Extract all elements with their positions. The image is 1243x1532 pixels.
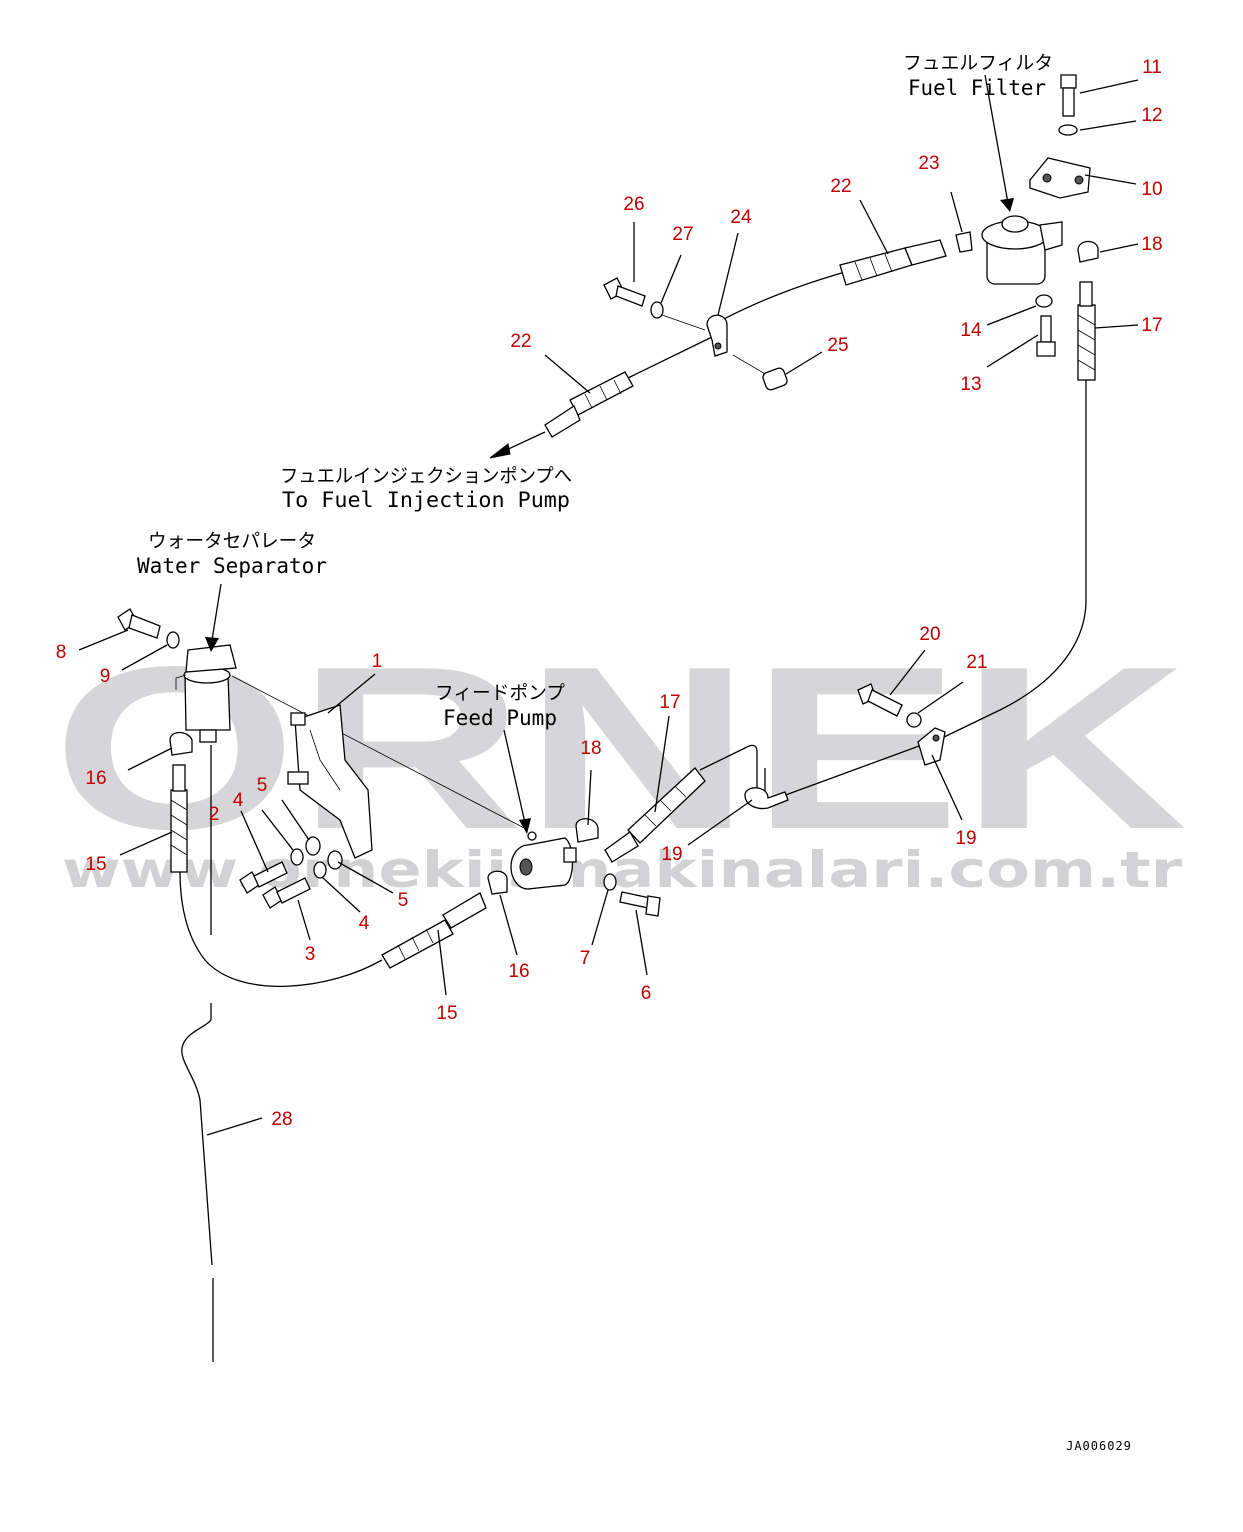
clamp-19-left: [744, 787, 789, 810]
callout-17-mid: 17: [659, 692, 680, 713]
callout-9: 9: [100, 666, 111, 687]
hose-22-lower: [544, 371, 634, 438]
fuel-lines: [179, 271, 1087, 1362]
washer-5-lower: [327, 850, 343, 870]
callout-15-left: 15: [85, 854, 106, 875]
injection-pump-caption-jp: フュエルインジェクションポンプへ: [280, 465, 572, 487]
callout-15-lower: 15: [436, 1003, 457, 1024]
callout-22-lower: 22: [510, 331, 531, 352]
bracket-1: [287, 704, 373, 859]
water-separator-caption-jp: ウォータセパレータ: [148, 530, 316, 552]
callout-4-lower: 4: [359, 913, 370, 934]
fuel-filter-assembly: [981, 215, 1063, 285]
bolt-8: [117, 608, 161, 639]
feed-pump-caption-jp: フィードポンプ: [435, 682, 565, 704]
callout-2: 2: [209, 804, 220, 825]
arrow-to-injection-pump: [489, 431, 546, 459]
callout-22-top: 22: [830, 176, 851, 197]
callout-6: 6: [641, 983, 652, 1004]
callout-19-right: 19: [955, 828, 976, 849]
fuel-filter-caption-en: Fuel Filter: [908, 76, 1046, 100]
washer-27: [650, 301, 664, 319]
washer-14: [1035, 294, 1053, 308]
bolt-6: [619, 891, 661, 917]
captions: フュエルフィルタ Fuel Filter フュエルインジェクションポンプへ To…: [137, 52, 1053, 730]
callout-24: 24: [730, 207, 752, 228]
bolt-20: [857, 683, 903, 717]
bolt-13: [1036, 315, 1056, 357]
callout-numbers: 11 12 10 18 17 14 13 23 22 24 26 27 25 2…: [56, 57, 1163, 1130]
callout-17-top: 17: [1141, 315, 1162, 336]
callout-11: 11: [1142, 57, 1162, 78]
callout-26: 26: [623, 194, 644, 215]
hose-22-top: [839, 239, 947, 286]
callout-21: 21: [966, 652, 987, 673]
clip-16-left: [169, 731, 193, 756]
hose-15-lower: [381, 892, 487, 969]
callout-27: 27: [672, 224, 693, 245]
callout-18-mid: 18: [580, 738, 601, 759]
clip-23: [955, 231, 973, 253]
callout-4-upper: 4: [233, 790, 244, 811]
washer-4-upper: [290, 848, 304, 866]
bolt-11: [1060, 74, 1077, 117]
callout-12: 12: [1141, 105, 1162, 126]
watermark-brand: ORNEK: [53, 619, 1188, 878]
washer-7: [603, 873, 617, 891]
fuel-filter-bracket: [1029, 157, 1091, 199]
bolt-3-lower: [262, 877, 311, 909]
callout-1: 1: [372, 651, 383, 672]
watermark: ORNEK www.ornekiismakinalari.com.tr: [53, 619, 1188, 899]
washer-9: [166, 631, 180, 649]
clip-18-mid: [575, 818, 599, 843]
injection-pump-caption-en: To Fuel Injection Pump: [282, 488, 570, 512]
callout-18-top: 18: [1141, 234, 1162, 255]
washer-21: [906, 712, 922, 728]
water-separator: [175, 644, 237, 743]
callout-5-lower: 5: [398, 890, 409, 911]
clamp-19-right: [917, 727, 946, 766]
callout-7: 7: [580, 948, 591, 969]
hose-15-left: [170, 764, 188, 873]
callout-14: 14: [960, 320, 982, 341]
callout-13: 13: [960, 374, 981, 395]
spacer-25: [762, 367, 788, 391]
feed-pump-caption-en: Feed Pump: [443, 706, 557, 730]
callout-23: 23: [918, 153, 939, 174]
leader-lines: [78, 74, 1139, 1136]
water-separator-caption-en: Water Separator: [137, 554, 327, 578]
callout-8: 8: [56, 642, 67, 663]
feed-pump: [510, 831, 577, 890]
hose-17-mid: [604, 767, 706, 863]
bolt-3-upper: [239, 861, 288, 894]
callout-19-left: 19: [661, 844, 682, 865]
washer-5-upper: [305, 836, 321, 856]
bolt-26: [603, 277, 646, 307]
clamp-24: [706, 314, 728, 357]
clip-18-top: [1077, 240, 1099, 263]
callout-20: 20: [919, 624, 940, 645]
fuel-filter-caption-jp: フュエルフィルタ: [903, 52, 1053, 74]
clip-16-mid: [487, 870, 508, 895]
callout-16-mid: 16: [508, 961, 529, 982]
washer-4-lower: [313, 861, 327, 879]
callout-5-upper: 5: [257, 775, 268, 796]
callout-28: 28: [271, 1109, 292, 1130]
callout-3: 3: [305, 944, 316, 965]
drawing-code: JA006029: [1066, 1439, 1132, 1453]
callout-10: 10: [1141, 179, 1162, 200]
callout-16-left: 16: [85, 768, 106, 789]
hose-17-top: [1077, 281, 1096, 381]
washer-12: [1058, 124, 1078, 136]
callout-25: 25: [827, 335, 848, 356]
